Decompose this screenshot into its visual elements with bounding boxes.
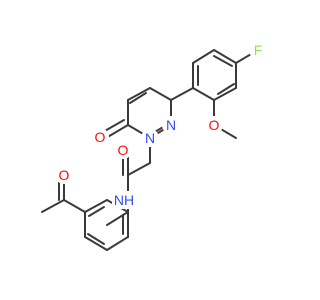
atom-labels-layer: O N N F O O NH O — [55, 41, 267, 209]
methoxy-oxygen-label: O — [209, 117, 220, 133]
amide-oxygen-label: O — [118, 142, 129, 158]
bond — [102, 119, 125, 133]
bond — [84, 236, 108, 251]
ring-nitrogen-1-label: N — [145, 130, 155, 146]
structure-canvas: O N N F O O NH O — [41, 41, 267, 251]
bond — [88, 206, 105, 217]
bond — [84, 199, 108, 213]
bond — [213, 87, 237, 101]
bond — [217, 83, 235, 95]
bond — [127, 162, 151, 176]
bond — [105, 124, 129, 139]
acetyl-oxygen-label: O — [59, 167, 70, 183]
amide-nh-label: NH — [114, 192, 134, 208]
ring-nitrogen-2-label: N — [166, 117, 176, 133]
bond — [192, 49, 215, 64]
fluorine-label: F — [254, 42, 263, 58]
bond — [170, 87, 194, 101]
bond — [127, 87, 151, 101]
bond — [41, 199, 65, 213]
molecule-drawing: O N N F O O NH O — [41, 41, 267, 251]
ring-carbonyl-oxygen-label: O — [95, 129, 106, 145]
bonds-layer — [41, 49, 259, 251]
bond — [106, 236, 129, 251]
bond — [213, 55, 233, 67]
bond — [63, 199, 86, 213]
bond — [213, 49, 237, 64]
bond — [87, 233, 105, 245]
bond — [192, 87, 215, 101]
bond — [106, 211, 129, 226]
bond — [149, 87, 172, 101]
bond — [129, 92, 147, 104]
